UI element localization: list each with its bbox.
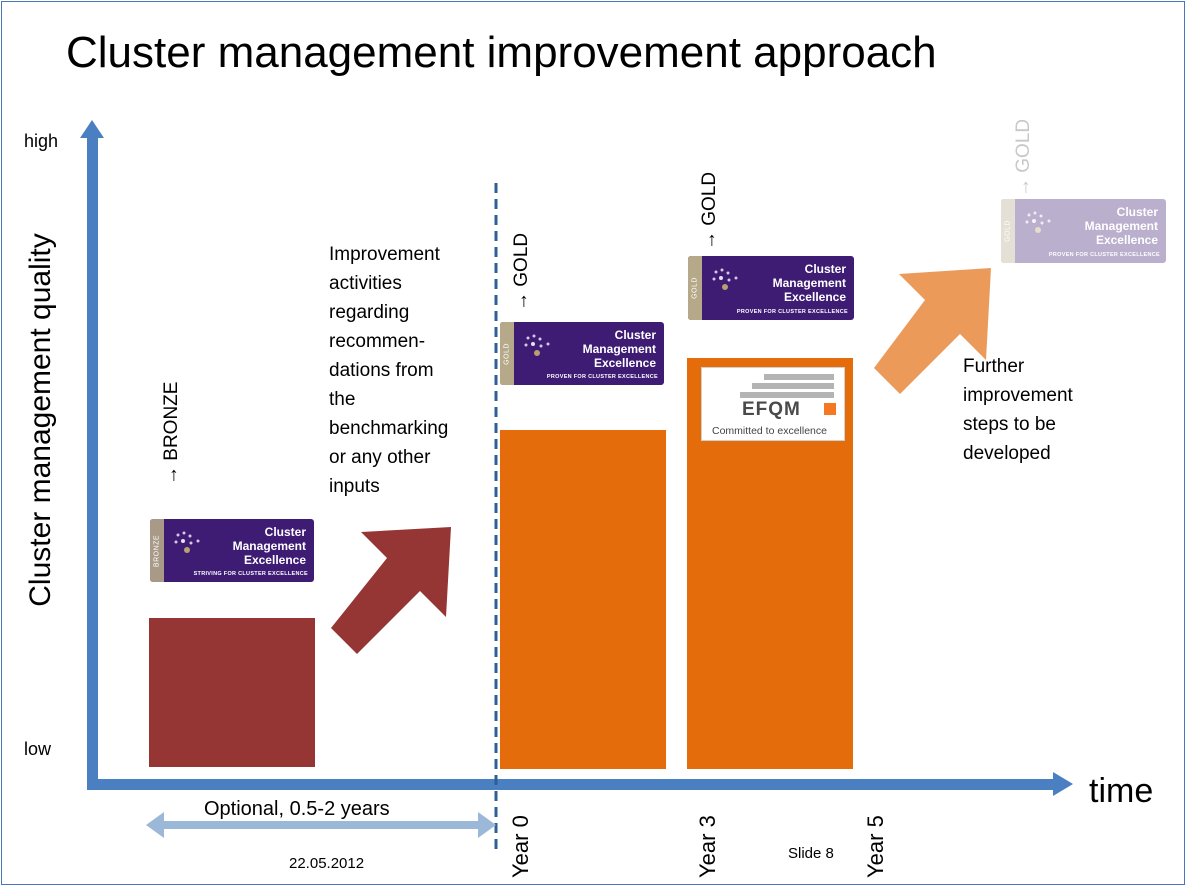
badge-tagline: PROVEN FOR CLUSTER EXCELLENCE [736, 309, 848, 315]
bronze-level-bar [149, 618, 315, 767]
future-gold-level-label: → GOLD [1013, 118, 1034, 197]
optional-period-label: Optional, 0.5-2 years [204, 798, 390, 820]
footer-date: 22.05.2012 [289, 855, 365, 872]
slide-title: Cluster management improvement approach [66, 28, 937, 77]
further-improvement-arrow [874, 268, 991, 394]
year0-label: Year 0 [508, 815, 533, 878]
year0-gold-bar [500, 430, 666, 769]
badge-tagline: STRIVING FOR CLUSTER EXCELLENCE [193, 571, 308, 577]
y-axis-high-label: high [24, 131, 59, 151]
efqm-orange-square [824, 403, 836, 415]
cluster-dots-icon [174, 531, 200, 553]
cluster-dots-icon [524, 334, 550, 356]
improvement-activities-text: Improvement activities regarding recomme… [329, 244, 449, 497]
y-axis-low-label: low [24, 739, 52, 759]
badge-tagline: PROVEN FOR CLUSTER EXCELLENCE [1048, 252, 1160, 258]
year3-gold-badge: GOLD Cluster Management Excellence PROVE… [688, 256, 854, 320]
year0-gold-level-label: → GOLD [511, 232, 532, 311]
efqm-logo: EFQM Committed to excellence [701, 367, 845, 441]
badge-strip: GOLD [500, 322, 514, 385]
optional-period-bar [160, 821, 482, 829]
year0-gold-badge: GOLD Cluster Management Excellence PROVE… [500, 322, 664, 385]
optional-period-right-arrowhead [478, 812, 496, 838]
badge-name: Cluster Management Excellence [582, 328, 656, 370]
optional-period-left-arrowhead [146, 812, 164, 838]
badge-tagline: PROVEN FOR CLUSTER EXCELLENCE [546, 374, 658, 380]
badge-name: Cluster Management Excellence [1084, 205, 1158, 247]
y-axis-line [87, 134, 98, 790]
badge-strip: BRONZE [150, 519, 164, 582]
year3-label: Year 3 [695, 815, 720, 878]
bronze-badge: BRONZE Cluster Management Excellence STR… [150, 519, 314, 582]
year3-gold-level-label: → GOLD [699, 171, 720, 250]
badge-strip: GOLD [1001, 199, 1015, 263]
bronze-level-label: → BRONZE [161, 381, 182, 485]
further-improvement-text: Further improvement steps to be develope… [963, 356, 1073, 464]
x-axis-arrowhead [1053, 772, 1073, 796]
badge-name: Cluster Management Excellence [232, 525, 306, 567]
slide-number: Slide 8 [788, 845, 834, 862]
cluster-dots-icon [1025, 211, 1051, 233]
y-axis-arrowhead [80, 120, 104, 138]
future-gold-badge: GOLD Cluster Management Excellence PROVE… [1001, 199, 1166, 263]
x-axis-line [87, 779, 1055, 790]
x-axis-label: time [1089, 772, 1154, 810]
cluster-dots-icon [712, 268, 738, 290]
efqm-tagline: Committed to excellence [712, 425, 827, 437]
year5-label: Year 5 [863, 815, 888, 878]
badge-name: Cluster Management Excellence [772, 262, 846, 304]
badge-strip: GOLD [688, 256, 702, 320]
efqm-logo-text: EFQM [742, 399, 801, 420]
improvement-arrow [331, 527, 451, 654]
